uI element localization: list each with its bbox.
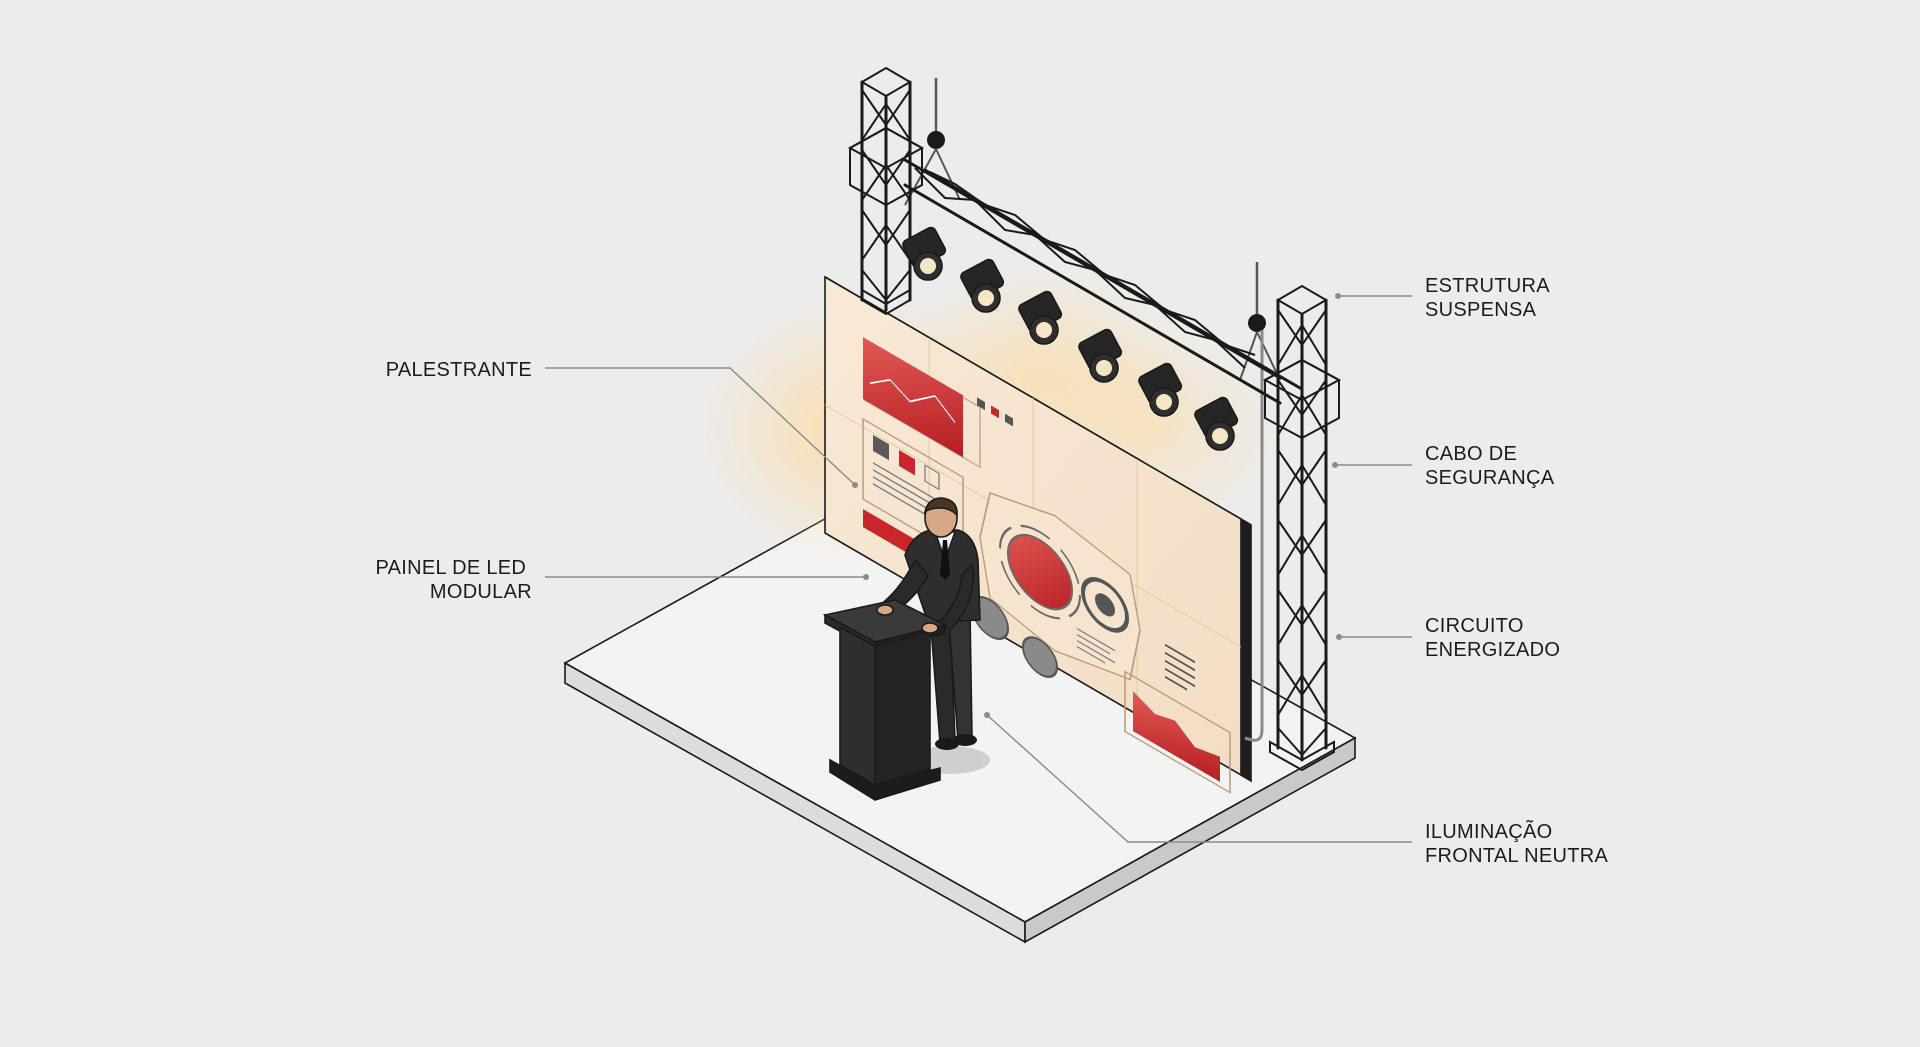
- label-led-panel-line1: PAINEL DE LED: [376, 557, 527, 579]
- label-front-lighting-line1: ILUMINAÇÃO: [1425, 819, 1552, 843]
- spotlight: [902, 226, 947, 281]
- label-safety-cable-line2: SEGURANÇA: [1425, 467, 1555, 489]
- label-suspended-structure-line1: ESTRUTURA: [1425, 275, 1550, 297]
- label-energized-circuit-line1: CIRCUITO: [1425, 615, 1524, 637]
- label-energized-circuit: CIRCUITO ENERGIZADO: [1425, 615, 1560, 661]
- label-safety-cable: CABO DE SEGURANÇA: [1425, 443, 1555, 489]
- label-led-panel: PAINEL DE LED MODULAR: [376, 557, 532, 603]
- energized-circuit-cable: [1244, 330, 1264, 742]
- led-panel: [824, 275, 1252, 794]
- spotlight: [1078, 328, 1123, 383]
- label-led-panel-line2: MODULAR: [430, 581, 532, 603]
- label-front-lighting: ILUMINAÇÃO FRONTAL NEUTRA: [1425, 819, 1608, 867]
- callout-leaders: [545, 293, 1412, 843]
- label-energized-circuit-line2: ENERGIZADO: [1425, 639, 1560, 661]
- panel-red-chart: [863, 337, 963, 458]
- callout-labels: PALESTRANTE PAINEL DE LED MODULAR ESTRUT…: [376, 275, 1609, 867]
- spotlight: [1018, 290, 1063, 345]
- right-truss-tower: [1262, 284, 1342, 772]
- left-truss-tower: [847, 66, 925, 312]
- label-speaker: PALESTRANTE: [386, 359, 532, 381]
- spotlight: [960, 258, 1005, 313]
- spotlight: [1138, 362, 1183, 417]
- podium: [822, 599, 948, 801]
- spotlight: [1194, 396, 1239, 451]
- truss-structure: [847, 66, 1342, 772]
- label-safety-cable-line1: CABO DE: [1425, 443, 1517, 465]
- label-suspended-structure: ESTRUTURA SUSPENSA: [1425, 275, 1555, 321]
- label-suspended-structure-line2: SUSPENSA: [1425, 299, 1537, 321]
- spotlights: [902, 226, 1239, 451]
- label-front-lighting-line2: FRONTAL NEUTRA: [1425, 845, 1608, 867]
- top-truss-beam: [903, 158, 1302, 405]
